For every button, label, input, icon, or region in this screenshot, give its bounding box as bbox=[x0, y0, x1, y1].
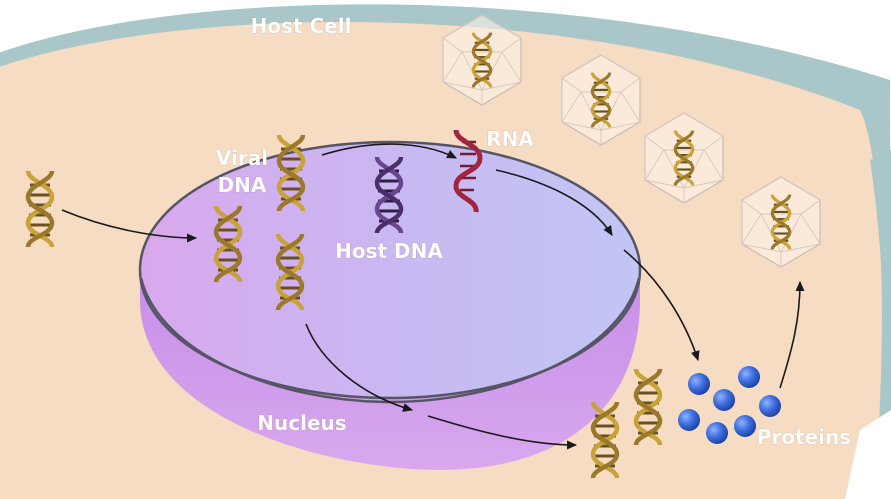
arrow-replication-out bbox=[427, 415, 578, 450]
label-rna: RNA bbox=[486, 127, 534, 151]
label-viral-dna-line1: Viral bbox=[216, 146, 268, 170]
label-proteins: Proteins bbox=[757, 425, 851, 449]
protein-cluster bbox=[678, 366, 781, 444]
arrow-entry bbox=[61, 209, 198, 243]
protein-sphere-icon bbox=[688, 373, 710, 395]
nucleus-top bbox=[138, 140, 642, 400]
protein-sphere-icon bbox=[713, 389, 735, 411]
label-viral-dna-line2: DNA bbox=[218, 173, 267, 197]
arrow-replication bbox=[305, 323, 414, 412]
protein-sphere-icon bbox=[734, 415, 756, 437]
label-host-dna: Host DNA bbox=[335, 239, 443, 263]
label-host-cell: Host Cell bbox=[251, 14, 352, 38]
protein-sphere-icon bbox=[738, 366, 760, 388]
nucleus bbox=[138, 140, 642, 470]
protein-sphere-icon bbox=[678, 409, 700, 431]
arrow-to-proteins bbox=[623, 249, 700, 362]
protein-sphere-icon bbox=[706, 422, 728, 444]
arrow-rna-out bbox=[495, 169, 613, 236]
arrow-assembly bbox=[779, 280, 805, 389]
arrow-transcription bbox=[321, 143, 458, 159]
arrows bbox=[61, 143, 805, 450]
rna-strand-icon bbox=[453, 129, 483, 213]
protein-sphere-icon bbox=[759, 395, 781, 417]
label-nucleus: Nucleus bbox=[257, 411, 346, 435]
